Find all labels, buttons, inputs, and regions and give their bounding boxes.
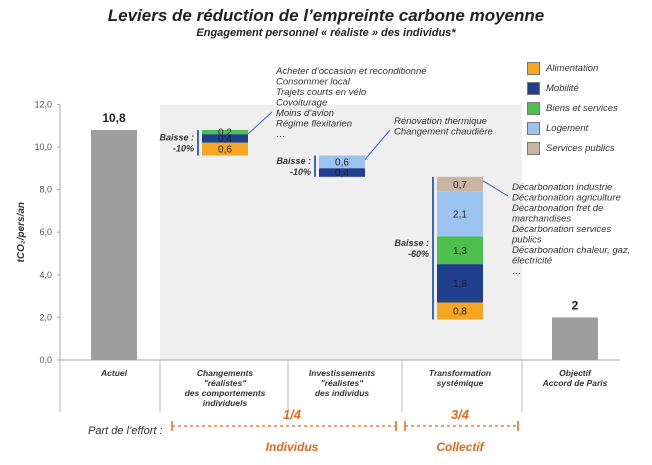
category-label: Objectif <box>559 368 592 378</box>
category-label: Accord de Paris <box>542 378 608 388</box>
legend-item: Mobilité <box>527 78 645 98</box>
stack-segment-mobilit- <box>437 264 483 303</box>
segment-value-label: 0,6 <box>218 145 232 156</box>
baisse-label: Baisse : <box>394 238 429 248</box>
stack-segment-alimentation <box>437 302 483 320</box>
stack-segment-alimentation <box>202 142 248 156</box>
chart-subtitle: Engagement personnel « réaliste » des in… <box>196 27 456 39</box>
lever-note: Décarbonation agriculture <box>512 193 621 204</box>
bar-objectif <box>552 317 598 360</box>
bar-value-label: 10,8 <box>102 111 126 125</box>
baisse-label: Baisse : <box>159 133 194 143</box>
y-tick-label: 12,0 <box>34 99 52 109</box>
lever-note: Décarbonation chaleur, gaz, <box>512 245 630 256</box>
segment-value-label: 1,3 <box>453 246 467 257</box>
category-label: systémique <box>437 378 484 388</box>
segment-value-label: 0,4 <box>218 134 232 145</box>
stack-segment-logement <box>437 191 483 237</box>
segment-value-label: 1,8 <box>453 279 467 290</box>
lever-note: Changement chaudière <box>394 127 493 138</box>
lever-note: Covoiturage <box>276 98 327 109</box>
effort-collectif-name: Collectif <box>436 440 484 454</box>
category-label: des individus <box>315 388 370 398</box>
lever-note: Décarbonation services <box>512 224 612 235</box>
lever-note: Décarbonation fret de <box>512 203 603 214</box>
bar-actuel <box>91 129 137 360</box>
legend-label: Alimentation <box>546 62 599 74</box>
legend-swatch <box>527 81 540 95</box>
lever-note: … <box>512 266 522 277</box>
segment-value-label: 0,4 <box>335 168 349 179</box>
legend-swatch <box>527 141 540 155</box>
chart-title: Leviers de réduction de l’empreinte carb… <box>107 6 545 25</box>
stack-segment-biens-et-services <box>437 236 483 265</box>
stack-segment-biens-et-services <box>202 129 248 135</box>
segment-value-label: 0,7 <box>453 180 467 191</box>
legend-label: Services publics <box>546 142 615 154</box>
lever-note: publics <box>511 235 542 246</box>
y-tick-label: 2,0 <box>39 312 52 322</box>
stack-segment-mobilit- <box>319 168 365 177</box>
category-label: individuels <box>203 398 248 408</box>
legend-swatch <box>527 101 540 115</box>
effort-label: Part de l’effort : <box>88 425 163 437</box>
legend-label: Mobilité <box>546 82 579 94</box>
y-axis-label: tCO₂/pers/an <box>16 202 27 263</box>
y-tick-label: 10,0 <box>34 142 52 152</box>
segment-value-label: 0,6 <box>335 157 349 168</box>
legend-swatch <box>527 121 540 135</box>
segment-value-label: 0,8 <box>453 307 467 318</box>
baisse-percent: -60% <box>408 249 429 259</box>
legend-label: Biens et services <box>546 102 618 114</box>
lever-note: Consommer local <box>276 77 351 88</box>
stack-segment-logement <box>319 155 365 169</box>
stack-segment-services-publics <box>437 176 483 192</box>
effort-individus-name: Individus <box>265 440 319 454</box>
note-connector <box>364 129 391 160</box>
note-connector <box>482 180 509 197</box>
segment-value-label: 0,2 <box>218 128 232 139</box>
category-label: des comportements <box>185 388 266 398</box>
y-tick-label: 4,0 <box>39 270 52 280</box>
segment-value-label: 2,1 <box>453 210 467 221</box>
category-label: "réalistes" <box>204 378 248 388</box>
y-tick-label: 8,0 <box>39 185 52 195</box>
lever-note: Acheter d’occasion et reconditionné <box>275 66 427 77</box>
stack-segment-mobilit- <box>202 134 248 143</box>
baisse-percent: -10% <box>173 144 194 154</box>
category-label: "réalistes" <box>321 378 365 388</box>
y-tick-label: 6,0 <box>39 227 52 237</box>
effort-individus-fraction: 1/4 <box>282 407 302 422</box>
category-label: Transformation <box>429 368 491 378</box>
lever-note: électricité <box>512 256 552 267</box>
baisse-label: Baisse : <box>276 156 311 166</box>
lever-note: Moins d’avion <box>276 108 334 119</box>
baisse-percent: -10% <box>290 167 311 177</box>
note-connector <box>247 111 273 135</box>
lever-note: Rénovation thermique <box>394 116 487 127</box>
lever-note: … <box>276 129 286 140</box>
legend-label: Logement <box>546 122 589 134</box>
category-label: Investissements <box>309 368 375 378</box>
legend-item: Logement <box>527 118 645 138</box>
legend-item: Services publics <box>527 138 645 158</box>
effort-collectif-fraction: 3/4 <box>450 407 470 422</box>
lever-note: marchandises <box>512 214 571 225</box>
category-label: Changements <box>197 368 253 378</box>
bar-value-label: 2 <box>572 298 579 312</box>
legend-item: Biens et services <box>527 98 645 118</box>
y-tick-label: 0,0 <box>39 355 52 365</box>
lever-note: Trajets courts en vélo <box>276 87 366 98</box>
category-label: Actuel <box>100 368 128 378</box>
legend-swatch <box>527 61 540 75</box>
legend-item: Alimentation <box>527 58 645 78</box>
lever-note: Régime flexitarien <box>276 119 352 130</box>
lever-note: Décarbonation industrie <box>512 182 612 193</box>
